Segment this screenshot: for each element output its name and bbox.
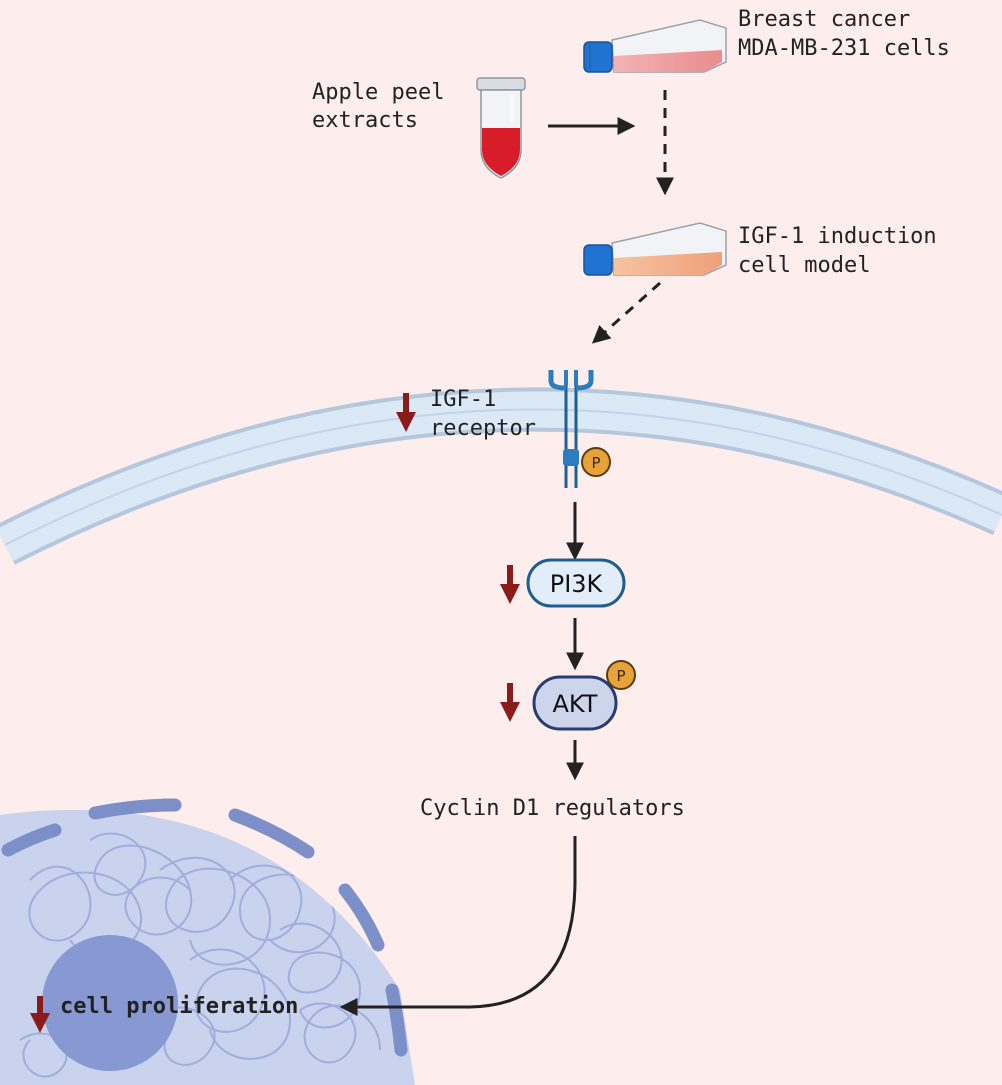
receptor-icon	[548, 370, 594, 488]
down-arrow-icon	[500, 683, 520, 722]
apple-peel-label: Apple peel	[312, 80, 444, 105]
nucleolus	[42, 935, 178, 1071]
cell-proliferation-label: cell proliferation	[60, 994, 298, 1019]
akt-label: AKT	[553, 690, 598, 718]
phospho-label: P	[591, 454, 600, 472]
akt-node: AKT	[532, 675, 618, 731]
cell-culture-flask-icon	[583, 222, 727, 276]
igf1-model-label: cell model	[738, 253, 870, 278]
cell-membrane	[0, 387, 1002, 565]
down-arrow-icon	[30, 996, 50, 1033]
arrow-model-to-receptor	[591, 281, 661, 344]
phosphate-badge-icon: P	[581, 447, 611, 477]
cyclin-d1-label: Cyclin D1 regulators	[420, 796, 685, 821]
nucleus	[0, 798, 415, 1085]
arrow-cyclin-to-proliferation	[339, 836, 577, 1016]
test-tube-icon	[476, 77, 526, 179]
cell-culture-flask-icon	[583, 19, 727, 73]
igf1-receptor-label: receptor	[430, 416, 536, 441]
pi3k-label: PI3K	[550, 570, 604, 598]
apple-peel-label: extracts	[312, 108, 418, 133]
igf1-model-label: IGF-1 induction	[738, 224, 937, 249]
phosphate-badge-icon: P	[606, 660, 636, 690]
pi3k-node: PI3K	[526, 558, 626, 608]
breast-cancer-cells-label: MDA-MB-231 cells	[738, 36, 950, 61]
down-arrow-icon	[500, 565, 520, 604]
arrows	[339, 90, 674, 1016]
phospho-label: P	[616, 667, 625, 685]
igf1-receptor-label: IGF-1	[430, 387, 496, 412]
breast-cancer-cells-label: Breast cancer	[738, 7, 910, 32]
down-arrow-icon	[396, 393, 416, 432]
nuclear-envelope	[1, 798, 408, 1057]
